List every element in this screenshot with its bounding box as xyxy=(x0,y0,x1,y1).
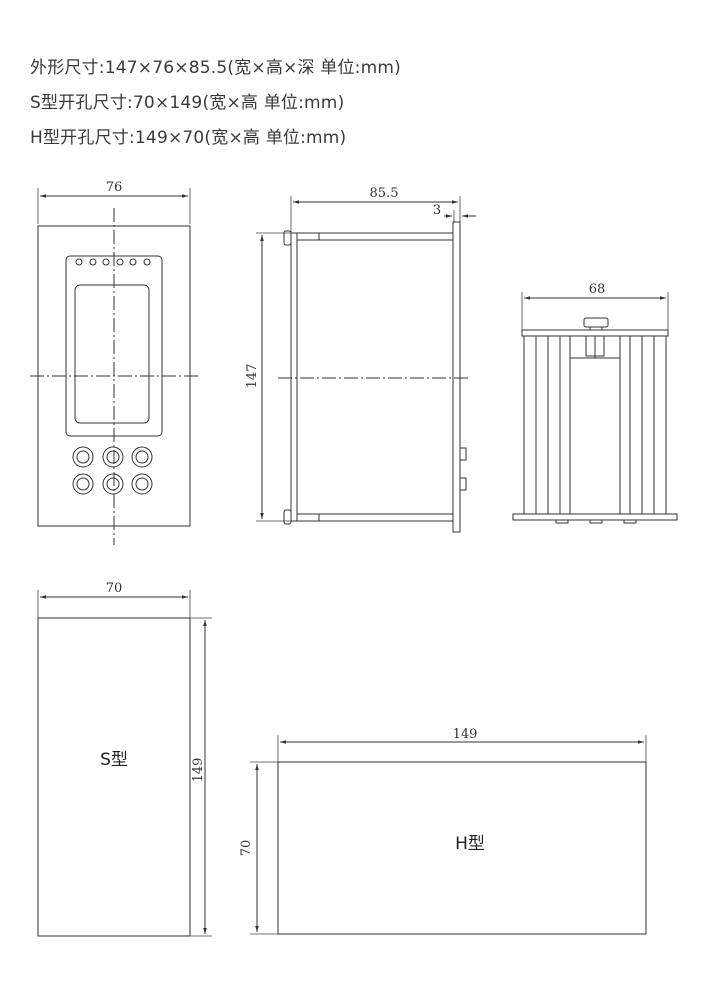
button-2 xyxy=(102,446,124,468)
side-view: 85.5 3 147 xyxy=(245,186,476,533)
led-3 xyxy=(102,258,110,266)
top-view: 68 xyxy=(512,282,678,524)
s-height-label: 149 xyxy=(191,758,206,783)
rear-terminal-block xyxy=(452,221,461,533)
led-2 xyxy=(89,258,97,266)
heatsink-fins xyxy=(523,335,667,515)
top-width-label: 68 xyxy=(589,282,606,297)
button-6 xyxy=(131,473,153,495)
h-cutout-rect xyxy=(277,761,647,935)
led-1 xyxy=(75,258,83,266)
button-5 xyxy=(102,473,124,495)
led-indicators xyxy=(75,258,151,266)
button-1 xyxy=(72,446,94,468)
center-module xyxy=(569,357,621,515)
bottom-clip xyxy=(283,509,292,525)
side-height-label: 147 xyxy=(245,364,260,389)
side-depth-label: 85.5 xyxy=(370,186,399,201)
side-bezel xyxy=(290,232,298,522)
s-cutout-view: 70 S型 149 xyxy=(37,581,212,937)
button-4 xyxy=(72,473,94,495)
s-cutout-rect xyxy=(37,617,191,937)
side-flange-label: 3 xyxy=(433,203,441,218)
led-4 xyxy=(116,258,124,266)
h-cutout-dimensions-text: H型开孔尺寸:149×70(宽×高 单位:mm) xyxy=(30,128,347,148)
h-cutout-name: H型 xyxy=(455,834,485,854)
h-cutout-view: 149 H型 70 xyxy=(239,727,647,935)
bottom-rail xyxy=(512,513,678,521)
top-plate xyxy=(521,329,669,337)
top-knob xyxy=(583,317,609,328)
s-width-label: 70 xyxy=(106,581,123,596)
terminal-1 xyxy=(459,447,467,461)
button-group xyxy=(72,446,153,495)
led-6 xyxy=(143,258,151,266)
led-5 xyxy=(129,258,137,266)
front-width-label: 76 xyxy=(106,180,123,195)
h-width-label: 149 xyxy=(453,727,478,742)
lcd-screen xyxy=(74,284,150,424)
top-clip xyxy=(283,230,292,246)
button-3 xyxy=(131,446,153,468)
outline-dimensions-text: 外形尺寸:147×76×85.5(宽×高×深 单位:mm) xyxy=(30,58,401,78)
s-cutout-dimensions-text: S型开孔尺寸:70×149(宽×高 单位:mm) xyxy=(30,93,345,113)
front-view: 76 xyxy=(30,180,200,545)
h-height-label: 70 xyxy=(239,840,254,857)
s-cutout-name: S型 xyxy=(100,750,128,770)
terminal-2 xyxy=(459,477,467,491)
